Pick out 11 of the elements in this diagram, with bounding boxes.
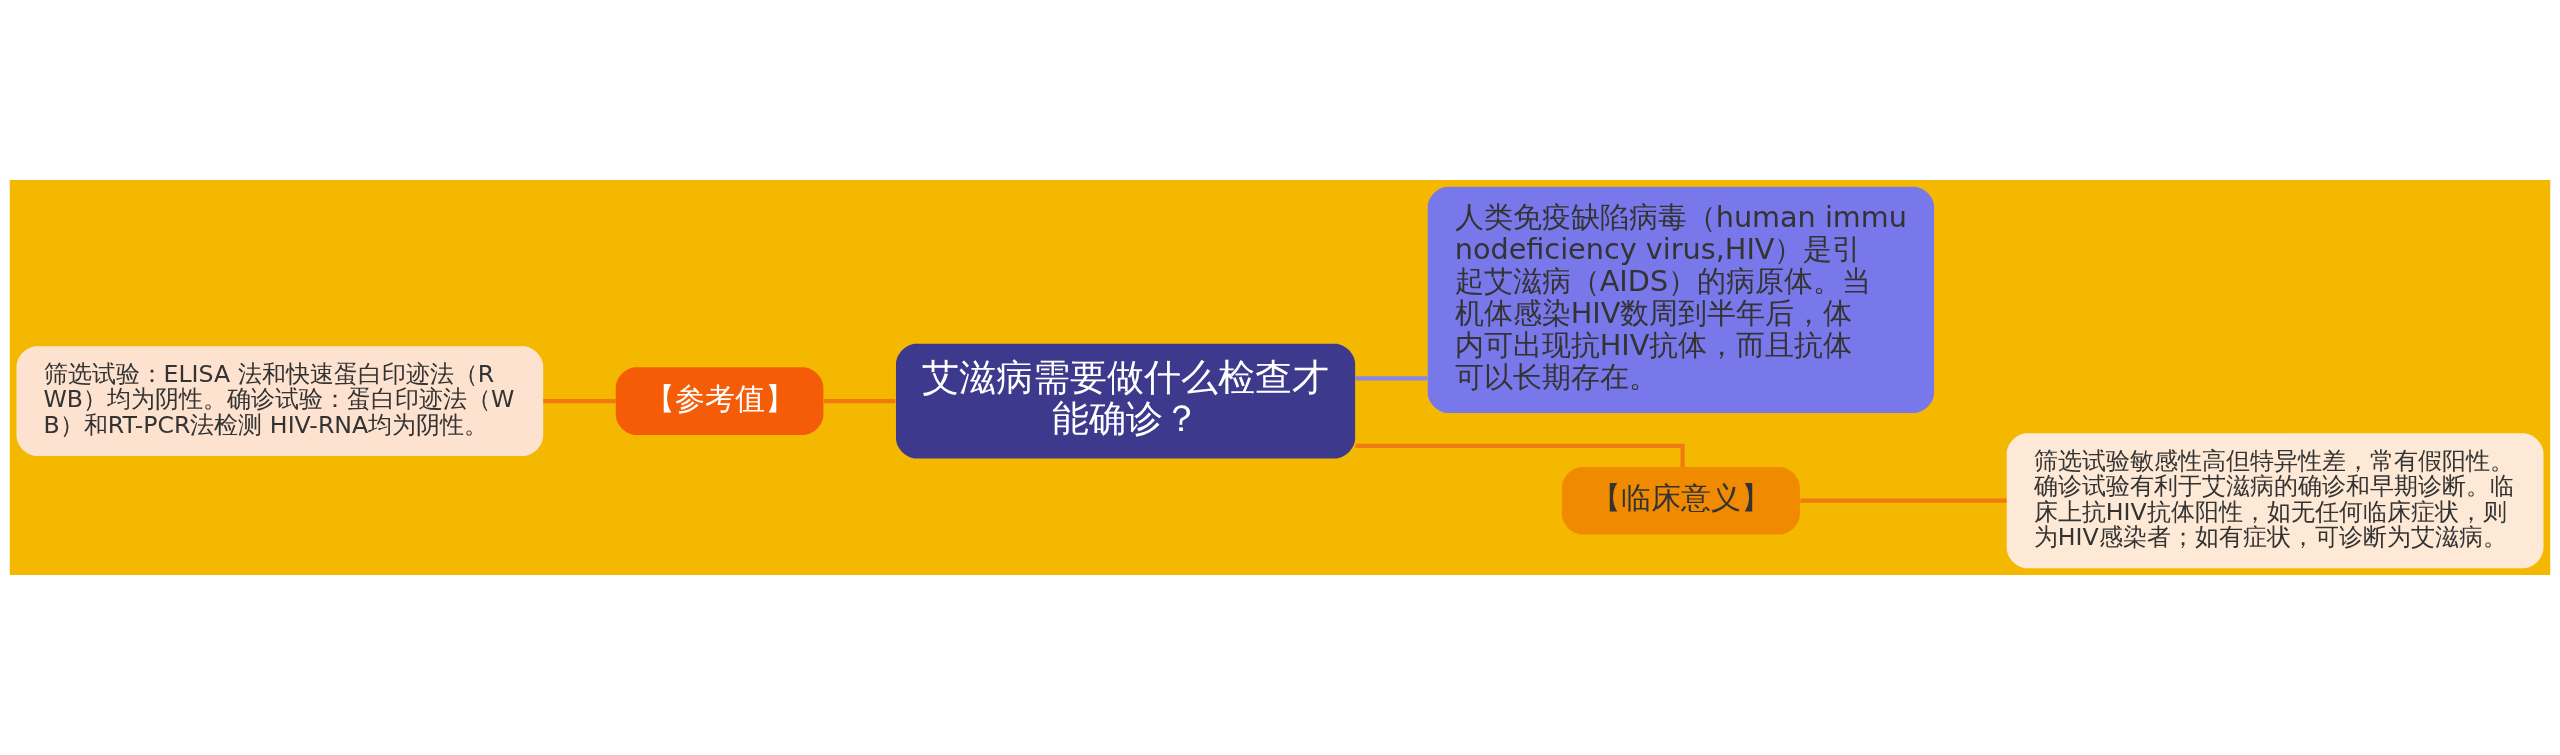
node-box: 筛选试验敏感性高但特异性差，常有假阳性。确诊试验有利于艾滋病的确诊和早期诊断。临床上抗HIV抗体阳性，如无任何临床症状，则为HIV感染者；如有症状，可诊断为艾滋病。 <box>2006 433 2544 569</box>
connector <box>543 399 616 404</box>
node-box: 【参考值】 <box>615 367 824 435</box>
connector <box>1355 376 1428 381</box>
node-box: 人类免疫缺陷病毒（human immunodeficiency virus,HIV）是引起艾滋病（AIDS）的病原体。当机体感染HIV数周到半年后，体内可出现抗HIV抗体，而且抗体可以长期存在。 <box>1427 186 1935 413</box>
node-box: 筛选试验：ELISA 法和快速蛋白印迹法（RWB）均为阴性。确诊试验：蛋白印迹法（WB）和RT-PCR法检测 HIV-RNA均为阴性。 <box>16 346 544 456</box>
connector <box>1355 443 1685 467</box>
connector <box>1800 498 2007 503</box>
connector <box>823 399 896 404</box>
node-box: 【临床意义】 <box>1561 466 1800 535</box>
node-box: 艾滋病需要做什么检查才能确诊？ <box>895 343 1356 459</box>
